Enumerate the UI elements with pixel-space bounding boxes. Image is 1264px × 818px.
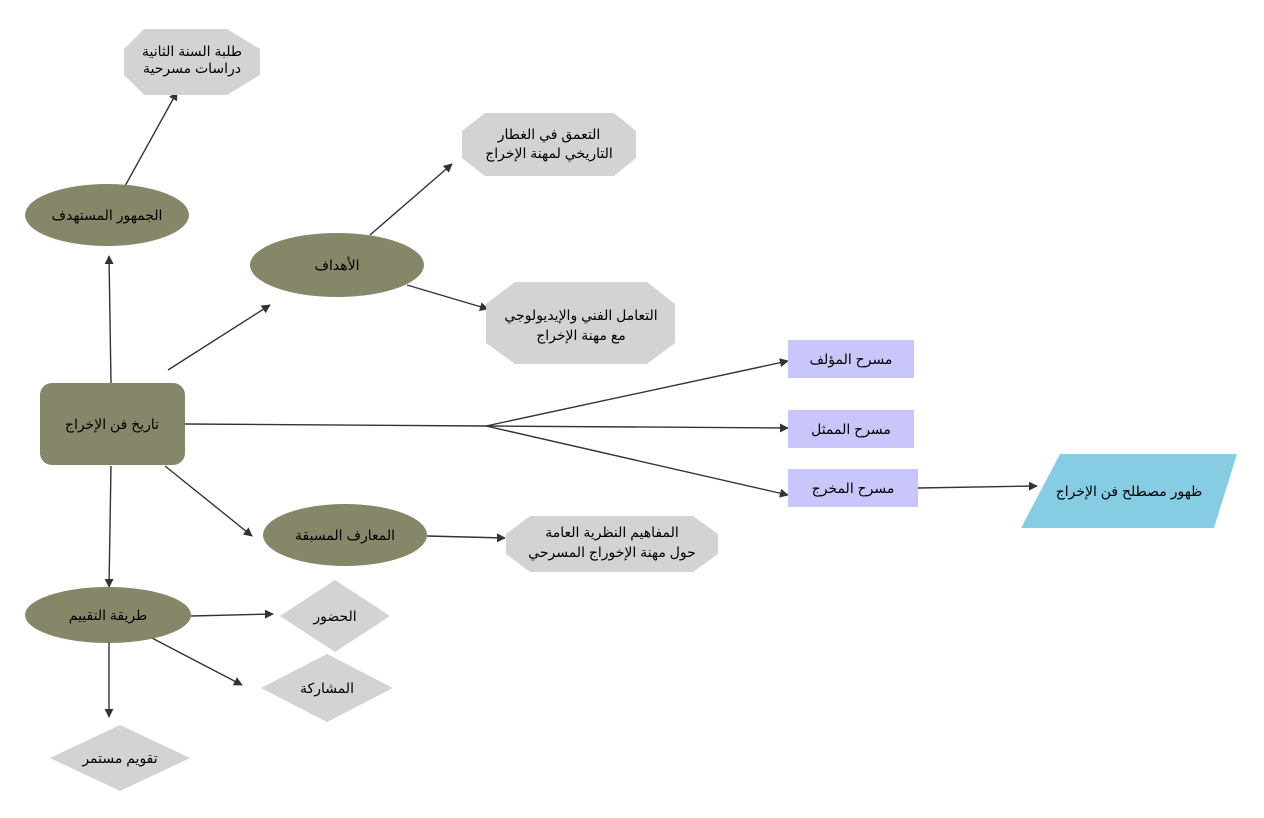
prior-desc-shape (506, 516, 718, 572)
node-goal-2: التعامل الفني والإيديولوجي مع مهنة الإخر… (486, 282, 675, 364)
continuous-evaluation-shape (50, 725, 190, 791)
prior-knowledge-shape (263, 504, 427, 566)
participation-label: المشاركة (300, 680, 354, 697)
edge-root-audience (104, 255, 114, 384)
goal-1-line-2: التاريخي لمهنة الإخراج (485, 145, 613, 162)
edge-root-goals (167, 304, 271, 371)
theatre-director-label: مسرح المخرج (812, 480, 895, 497)
goals-shape (250, 233, 424, 297)
prior-knowledge-label: المعارف المسبقة (295, 527, 395, 544)
audience-desc-line-2: دراسات مسرحية (143, 60, 241, 77)
edge-goals-goal2 (406, 284, 489, 312)
goals-label: الأهداف (314, 256, 359, 273)
node-theatre-director: مسرح المخرج (788, 469, 918, 507)
edge-hub-author (485, 358, 789, 427)
node-theatre-author: مسرح المؤلف (788, 340, 914, 378)
theatre-author-shape (788, 340, 914, 378)
goal-2-shape (486, 282, 675, 364)
term-emergence-shape (1021, 454, 1237, 528)
theatre-actor-shape (788, 410, 914, 448)
edge-root-evaluation (104, 465, 114, 588)
node-goal-1: التعمق في الغطار التاريخي لمهنة الإخراج (462, 113, 636, 176)
evaluation-shape (25, 587, 191, 643)
theatre-actor-label: مسرح الممثل (811, 421, 891, 438)
node-prior-knowledge: المعارف المسبقة (263, 504, 427, 566)
edge-root-prior (164, 465, 253, 537)
audience-shape (25, 184, 189, 246)
root-shape (40, 383, 185, 465)
theatre-director-shape (788, 469, 918, 507)
theatre-author-label: مسرح المؤلف (810, 351, 893, 368)
goal-1-line-1: التعمق في الغطار (497, 126, 600, 143)
edges (104, 91, 1038, 718)
edge-root-hub (184, 423, 487, 427)
goal-2-line-2: مع مهنة الإخراج (536, 327, 626, 344)
node-theatre-actor: مسرح الممثل (788, 410, 914, 448)
edge-prior-desc (426, 533, 506, 543)
edge-goals-goal1 (369, 163, 453, 236)
attendance-shape (280, 580, 390, 652)
goal-2-line-1: التعامل الفني والإيديولوجي (504, 307, 657, 324)
term-emergence-label: ظهور مصطلح فن الإخراج (1056, 483, 1203, 500)
audience-desc-line-1: طلبة السنة الثانية (142, 43, 242, 59)
node-audience: الجمهور المستهدف (25, 184, 189, 246)
goal-1-shape (462, 113, 636, 176)
node-continuous-evaluation: تقويم مستمر (50, 725, 190, 791)
attendance-label: الحضور (312, 608, 356, 625)
node-root: تاريخ فن الإخراج (40, 383, 185, 465)
edge-hub-actor (485, 423, 789, 433)
prior-desc-line-2: حول مهنة الإخوراج المسرحي (528, 544, 696, 561)
node-evaluation: طريقة التقييم (25, 587, 191, 643)
node-participation: المشاركة (261, 654, 393, 722)
node-term-emergence: ظهور مصطلح فن الإخراج (1021, 454, 1237, 528)
root-label: تاريخ فن الإخراج (65, 416, 159, 433)
node-attendance: الحضور (280, 580, 390, 652)
audience-label: الجمهور المستهدف (52, 207, 163, 224)
audience-desc-shape (124, 29, 260, 95)
edge-eval-attendance (190, 609, 274, 619)
prior-desc-line-1: المفاهيم النظرية العامة (545, 524, 678, 541)
edge-eval-participation (149, 636, 243, 686)
evaluation-label: طريقة التقييم (69, 607, 147, 624)
node-prior-desc: المفاهيم النظرية العامة حول مهنة الإخورا… (506, 516, 718, 572)
node-goals: الأهداف (250, 233, 424, 297)
edge-hub-director (485, 425, 789, 498)
edge-director-term (917, 481, 1038, 491)
node-audience-desc: طلبة السنة الثانية دراسات مسرحية (124, 29, 260, 95)
edge-audience-desc (124, 91, 178, 187)
participation-shape (261, 654, 393, 722)
continuous-evaluation-label: تقويم مستمر (81, 750, 157, 767)
